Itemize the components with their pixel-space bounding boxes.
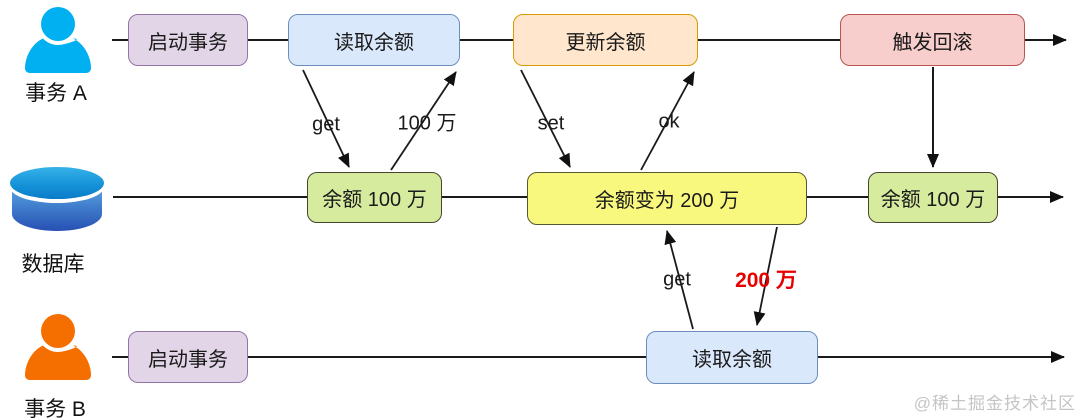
arrow-a-get — [302, 69, 350, 168]
lane-label-transaction-a: 事务 A — [25, 82, 87, 105]
node-db-balance-100w-after-rollback: 余额 100 万 — [868, 172, 998, 223]
node-a-start-transaction: 启动事务 — [128, 14, 248, 66]
node-a-trigger-rollback: 触发回滚 — [840, 14, 1025, 66]
person-a-icon — [22, 6, 94, 73]
edge-label-b-get: get — [663, 268, 691, 291]
node-b-read-balance: 读取余额 — [646, 331, 818, 384]
node-a-update-balance: 更新余额 — [513, 14, 698, 66]
edge-label-a-return-100w: 100 万 — [397, 112, 457, 135]
arrow-a-ok — [640, 71, 695, 171]
edge-label-a-set: set — [537, 112, 565, 135]
arrow-b-return-200 — [753, 226, 778, 326]
edge-label-a-get: get — [312, 113, 340, 136]
person-b-icon — [22, 313, 94, 380]
node-a-read-balance: 读取余额 — [288, 14, 460, 66]
arrow-a-return-100 — [390, 71, 457, 171]
lane-label-transaction-b: 事务 B — [24, 398, 86, 420]
node-db-balance-100w: 余额 100 万 — [307, 172, 442, 223]
arrow-b-get — [664, 230, 694, 330]
edge-label-b-return-200w: 200 万 — [735, 269, 797, 292]
database-icon — [10, 167, 104, 233]
edge-label-a-ok: ok — [658, 110, 680, 133]
arrow-a-set — [520, 69, 571, 168]
node-db-balance-becomes-200w: 余额变为 200 万 — [527, 172, 807, 225]
lane-label-database: 数据库 — [21, 253, 85, 276]
node-b-start-transaction: 启动事务 — [128, 331, 248, 383]
watermark: @稀土掘金技术社区 — [913, 394, 1076, 413]
